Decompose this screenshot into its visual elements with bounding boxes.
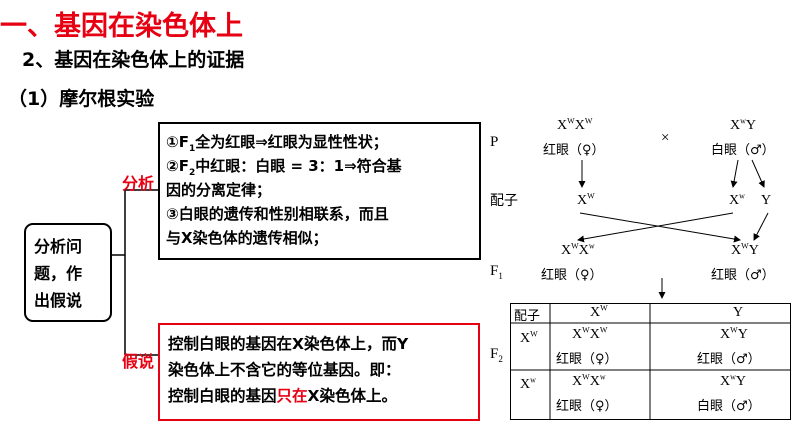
highlight-only-in: 只在	[276, 387, 308, 405]
cross-symbol: ×	[661, 130, 670, 146]
root-line-1: 分析问	[34, 237, 83, 256]
evidence-line-5: 与X染色体的遗传相似；	[166, 229, 328, 247]
hypothesis-box: 控制白眼的基因在X染色体上，而Y 染色体上不含它的等位基因。即： 控制白眼的基因…	[158, 323, 480, 421]
male-parent-phenotype: 白眼（♂）	[711, 143, 775, 158]
cell-21-phenotype: 红眼（♀）	[556, 399, 618, 414]
evidence-line-1: ①F1全为红眼⇒红眼为显性性状；	[166, 133, 388, 154]
hypothesis-label: 假说	[122, 352, 155, 371]
cell-22-genotype: XwY	[720, 372, 747, 389]
section-title: （1）摩尔根实验	[8, 88, 155, 110]
row-label-p: P	[490, 134, 499, 150]
analysis-label: 分析	[122, 174, 155, 193]
evidence-line-2: ②F2中红眼：白眼 = 3：1⇒符合基	[166, 157, 402, 178]
female-parent-genotype: XWXW	[557, 116, 593, 133]
punnett-col-y: Y	[733, 305, 744, 320]
f1-female-genotype: XWXw	[561, 241, 595, 258]
evidence-box: ①F1全为红眼⇒红眼为显性性状； ②F2中红眼：白眼 = 3：1⇒符合基 因的分…	[158, 122, 481, 260]
row-label-gamete: 配子	[490, 194, 518, 209]
root-line-3: 出假说	[34, 291, 83, 310]
subheading: 2、基因在染色体上的证据	[22, 49, 245, 71]
punnett-row-xw: XW	[520, 329, 538, 346]
gamete-xw-female: XW	[577, 191, 595, 208]
punnett-corner: 配子	[514, 308, 541, 323]
gamete-xw-male: Xw	[729, 191, 745, 208]
f1-female-phenotype: 红眼（♀）	[541, 268, 603, 283]
female-parent-phenotype: 红眼（♀）	[543, 143, 605, 158]
hypothesis-line-2: 染色体上不含它的等位基因。即：	[168, 361, 401, 379]
gamete-y: Y	[761, 193, 772, 208]
row-label-f2: F2	[490, 346, 503, 364]
punnett-grid	[510, 303, 791, 420]
cell-11-phenotype: 红眼（♀）	[556, 352, 618, 367]
cell-12-genotype: XWY	[720, 325, 748, 342]
male-parent-genotype: XwY	[730, 116, 757, 133]
cell-21-genotype: XWXw	[572, 372, 606, 389]
punnett-col-xw: XW	[590, 303, 608, 320]
hypothesis-line-1: 控制白眼的基因在X染色体上，而Y	[168, 335, 409, 353]
hypothesis-line-3: 控制白眼的基因只在X染色体上。	[168, 387, 397, 405]
row-label-f1: F1	[490, 263, 503, 281]
punnett-square: 配子 XW Y XW Xw XWXW 红眼（♀） XWY 红眼（♂） XWXw …	[510, 303, 791, 420]
root-line-2: 题，作	[34, 264, 83, 283]
cell-12-phenotype: 红眼（♂）	[697, 352, 761, 367]
evidence-line-4: ③白眼的遗传和性别相联系，而且	[166, 205, 389, 223]
f1-male-genotype: XWY	[731, 241, 759, 258]
punnett-row-xw-recessive: Xw	[520, 375, 536, 392]
page-title: 一、基因在染色体上	[0, 11, 243, 42]
cell-11-genotype: XWXW	[572, 325, 608, 342]
f1-male-phenotype: 红眼（♂）	[711, 268, 775, 283]
analyze-problem-box: 分析问 题，作 出假说	[24, 223, 112, 322]
cell-22-phenotype: 白眼（♂）	[697, 399, 761, 414]
evidence-line-3: 因的分离定律；	[166, 181, 272, 199]
